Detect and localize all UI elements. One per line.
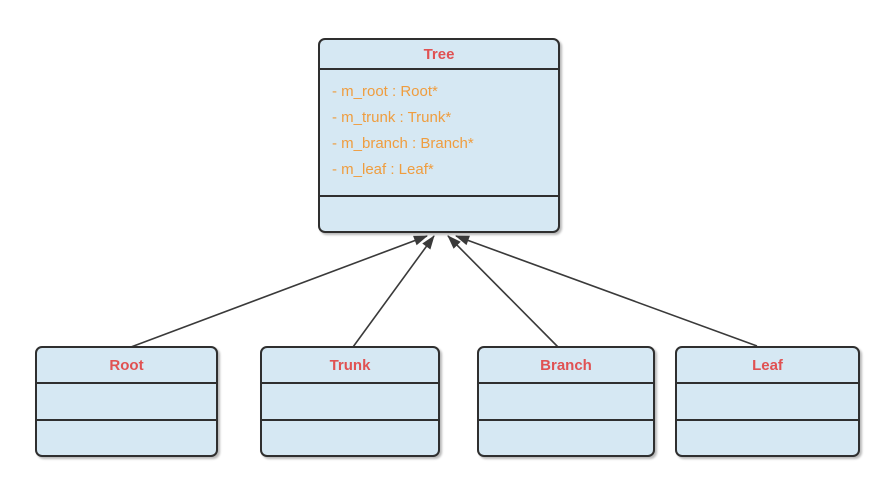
- class-name: Trunk: [329, 356, 371, 374]
- class-name: Branch: [540, 356, 592, 374]
- class-box-trunk[interactable]: Trunk: [260, 346, 440, 457]
- connector-trunk-to-tree[interactable]: [352, 235, 435, 348]
- connector-branch-to-tree[interactable]: [447, 235, 559, 348]
- class-box-branch[interactable]: Branch: [477, 346, 655, 457]
- attributes-compartment: [262, 382, 438, 419]
- methods-compartment: [262, 419, 438, 455]
- attribute-line: - m_branch : Branch*: [332, 135, 474, 152]
- attributes-compartment: [37, 382, 216, 419]
- class-box-tree[interactable]: Tree - m_root : Root* - m_trunk : Trunk*…: [318, 38, 560, 233]
- attribute-line: - m_trunk : Trunk*: [332, 109, 452, 126]
- class-box-root[interactable]: Root: [35, 346, 218, 457]
- class-name: Leaf: [752, 356, 783, 374]
- methods-compartment: [320, 195, 558, 231]
- methods-compartment: [479, 419, 653, 455]
- attributes-compartment: [479, 382, 653, 419]
- class-name: Root: [109, 356, 144, 374]
- attributes-compartment: - m_root : Root* - m_trunk : Trunk* - m_…: [320, 68, 558, 195]
- connector-root-to-tree[interactable]: [130, 235, 428, 348]
- attribute-line: - m_root : Root*: [332, 83, 438, 100]
- connector-leaf-to-tree[interactable]: [455, 235, 758, 347]
- class-box-leaf[interactable]: Leaf: [675, 346, 860, 457]
- class-name: Tree: [423, 45, 455, 63]
- methods-compartment: [37, 419, 216, 455]
- attribute-line: - m_leaf : Leaf*: [332, 161, 434, 178]
- methods-compartment: [677, 419, 858, 455]
- attributes-compartment: [677, 382, 858, 419]
